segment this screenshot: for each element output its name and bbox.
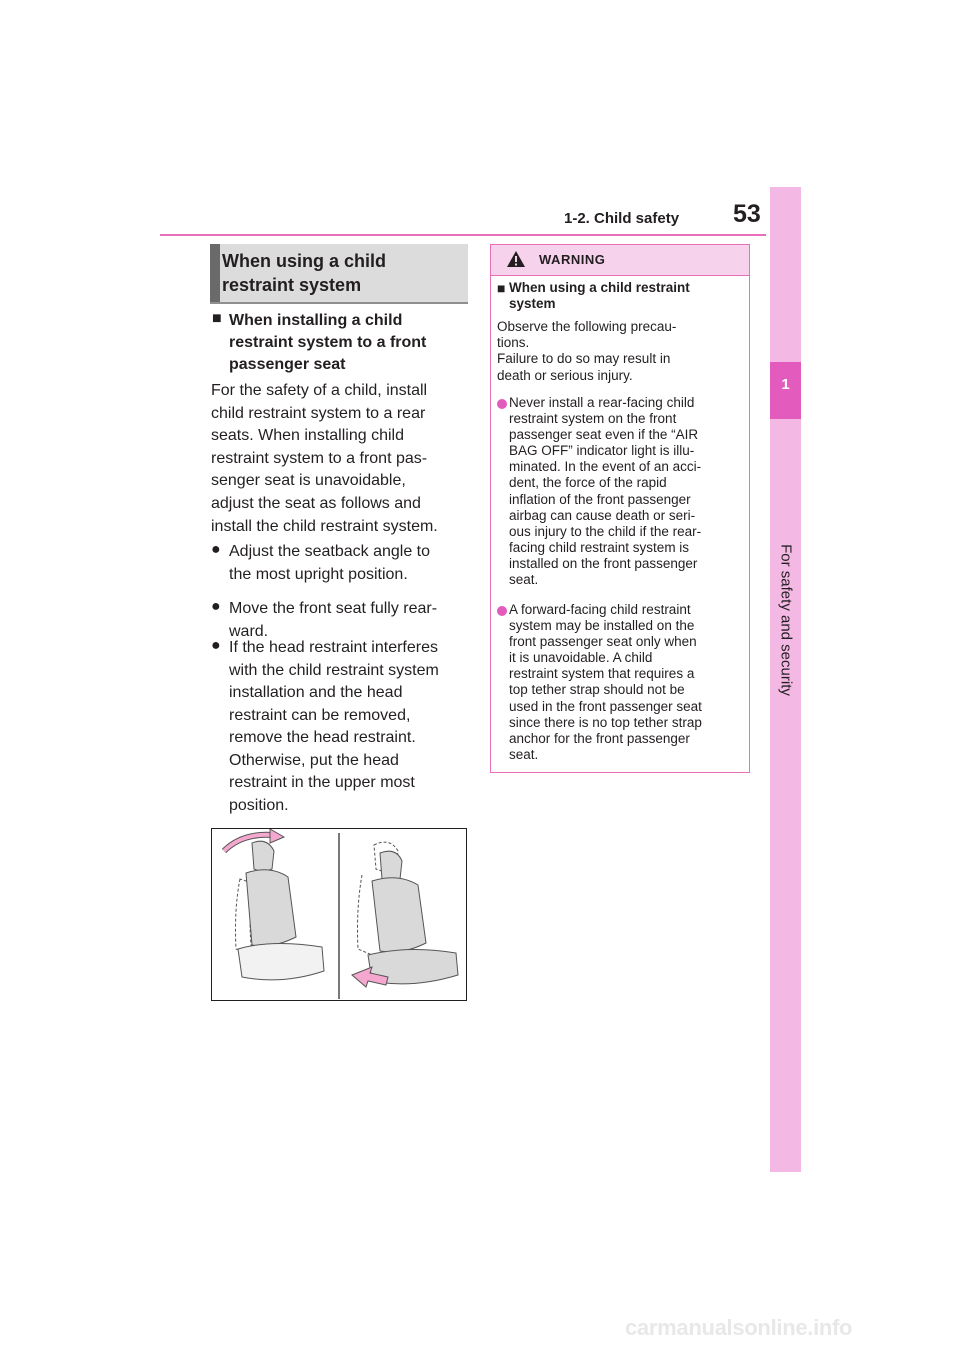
warning-bullet-dot	[497, 399, 507, 409]
body-paragraph: For the safety of a child, install child…	[211, 380, 471, 538]
bullet-line: Move the front seat fully rear-	[229, 600, 438, 617]
bullet-line: restraint in the upper most	[229, 774, 415, 791]
warning-intro: Observe the following precau- tions. Fai…	[497, 319, 742, 384]
bullet-line: If the head restraint interferes	[229, 639, 438, 656]
page-number: 53	[733, 200, 761, 228]
section-heading-line: When using a child	[222, 251, 387, 271]
section-header: 1-2. Child safety	[564, 210, 680, 227]
body-line: install the child restraint system.	[211, 517, 438, 535]
footer-watermark[interactable]: carmanualsonline.info	[625, 1315, 853, 1340]
warning-bullet-line: installed on the front passenger	[509, 555, 698, 571]
subheading-line: When installing a child	[229, 312, 403, 329]
warning-bullet-line: minated. In the event of an acci-	[509, 459, 702, 475]
seat-illustration-svg	[221, 828, 459, 999]
warning-bullet-line: used in the front passenger seat	[509, 698, 702, 714]
warning-bullet-line: restraint system on the front	[509, 411, 677, 427]
bullet-line: restraint can be removed,	[229, 706, 411, 724]
body-line: child restraint system to a rear	[211, 404, 426, 422]
warning-bullet-line: ous injury to the child if the rear-	[509, 523, 702, 539]
bullet-line: installation and the head	[229, 684, 403, 701]
warning-intro-line: Observe the following precau-	[497, 319, 677, 334]
bullet-line: remove the head restraint.	[229, 729, 416, 746]
warning-bullet-line: since there is no top tether strap	[509, 714, 702, 730]
body-line: adjust the seat as follows and	[211, 494, 421, 512]
bullet-line: the most upright position.	[229, 565, 408, 583]
bullet-line: position.	[229, 796, 289, 814]
section-heading: When using a child restraint system	[222, 249, 386, 297]
warning-title: WARNING	[539, 252, 606, 267]
warning-intro-line: death or serious injury.	[497, 367, 633, 383]
warning-bullet-line: seat.	[509, 572, 539, 588]
subheading-marker: ■	[212, 310, 222, 327]
warning-bullet-line: BAG OFF” indicator light is illu-	[509, 443, 695, 459]
body-line: senger seat is unavoidable,	[211, 472, 406, 490]
bullet-item: Adjust the seatback angle to the most up…	[229, 541, 471, 586]
warning-bullet-line: A forward-facing child restraint	[509, 602, 691, 617]
warning-triangle-icon	[507, 251, 525, 267]
bullet-item: If the head restraint interferes with th…	[229, 637, 471, 817]
body-line: seats. When installing child	[211, 427, 404, 445]
chapter-number: 1	[781, 376, 790, 393]
body-line: For the safety of a child, install	[211, 382, 428, 399]
left-seat-upright	[221, 828, 325, 981]
warning-bullet-line: front passenger seat only when	[509, 634, 697, 650]
warning-subheading-line: system	[509, 296, 556, 311]
warning-box	[490, 244, 750, 773]
bullet-marker: ●	[211, 598, 221, 615]
chapter-label: For safety and security	[771, 525, 801, 715]
subheading: When installing a child restraint system…	[229, 310, 469, 376]
warning-intro-line: Failure to do so may result in	[497, 351, 671, 367]
warning-bullet: A forward-facing child restraint system …	[509, 602, 745, 763]
warning-bullet-line: Never install a rear-facing child	[509, 395, 695, 410]
bullet-line: ward.	[229, 622, 269, 640]
bullet-line: Otherwise, put the head	[229, 751, 399, 769]
warning-bullet-line: top tether strap should not be	[509, 682, 685, 698]
right-seat-rearward	[351, 841, 459, 988]
warning-bullet: Never install a rear-facing child restra…	[509, 395, 745, 588]
warning-bullet-line: dent, the force of the rapid	[509, 475, 667, 491]
warning-bullet-line: facing child restraint system is	[509, 539, 690, 555]
warning-bullet-line: seat.	[509, 746, 539, 762]
warning-subheading-marker: ■	[497, 280, 506, 296]
body-line: restraint system to a front pas-	[211, 449, 428, 467]
warning-bullet-line: system may be installed on the	[509, 618, 695, 634]
warning-bullet-line: airbag can cause death or seri-	[509, 507, 696, 523]
side-tab	[770, 187, 801, 1172]
section-heading-box	[210, 244, 468, 304]
section-heading-line: restraint system	[222, 275, 362, 295]
chapter-number-box	[770, 362, 801, 419]
warning-bullet-line: restraint system that requires a	[509, 666, 695, 682]
warning-bullet-line: it is unavoidable. A child	[509, 650, 653, 666]
warning-header	[491, 245, 749, 276]
warning-bullet-line: passenger seat even if the “AIR	[509, 427, 699, 443]
warning-bullet-line: anchor for the front passenger	[509, 730, 690, 746]
warning-subheading: When using a child restraint system	[509, 280, 744, 312]
bullet-marker: ●	[211, 637, 221, 654]
subheading-line: restraint system to a front	[229, 334, 427, 351]
chapter-label-text: For safety and security	[777, 544, 795, 696]
seat-adjustment-illustration	[211, 828, 467, 1001]
subheading-line: passenger seat	[229, 356, 346, 373]
bullet-marker: ●	[211, 541, 221, 558]
header-rule	[160, 234, 766, 236]
warning-bullet-dot	[497, 606, 507, 616]
bullet-line: Adjust the seatback angle to	[229, 543, 431, 560]
bullet-item: Move the front seat fully rear- ward.	[229, 598, 471, 643]
warning-subheading-line: When using a child restraint	[509, 280, 690, 295]
bullet-line: with the child restraint system	[229, 661, 439, 679]
warning-intro-line: tions.	[497, 335, 530, 351]
warning-bullet-line: inflation of the front passenger	[509, 491, 691, 507]
